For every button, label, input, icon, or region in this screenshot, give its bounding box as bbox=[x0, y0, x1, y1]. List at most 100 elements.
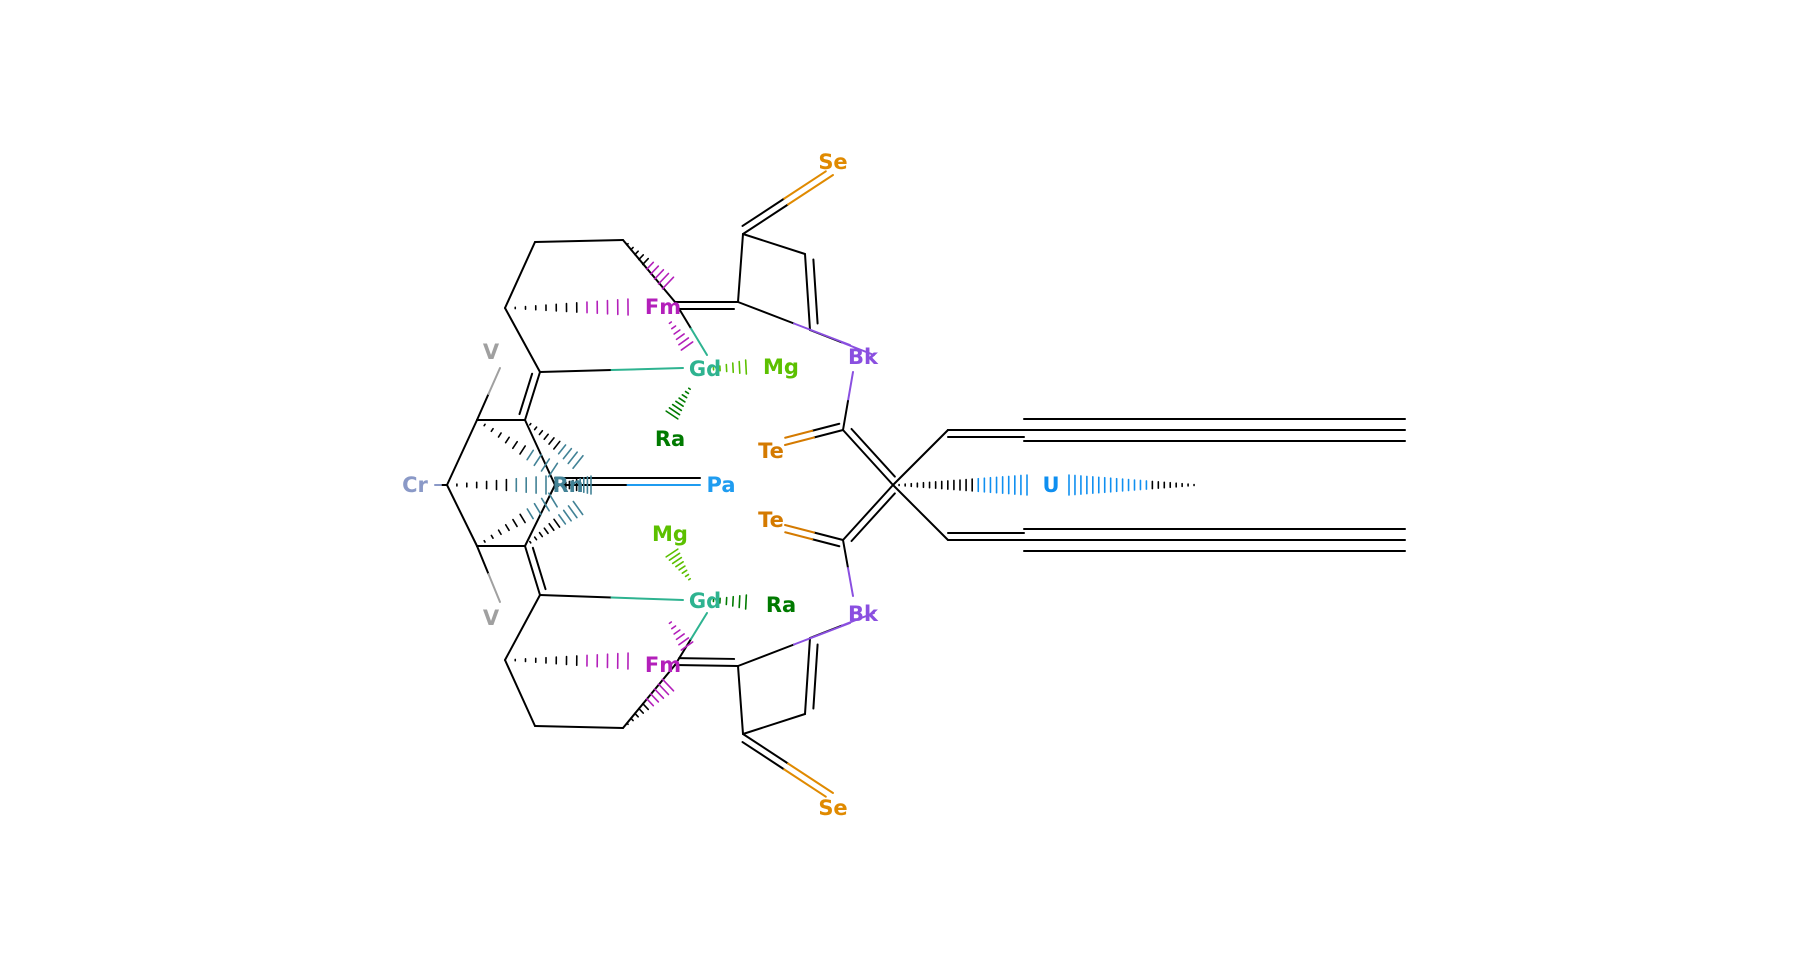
bond-line-157 bbox=[497, 432, 502, 438]
bond-layer bbox=[434, 170, 1406, 798]
bond-line-224 bbox=[690, 612, 708, 640]
bond-line-123 bbox=[680, 341, 694, 351]
atom-u: U bbox=[1042, 473, 1059, 497]
bond-line-226 bbox=[678, 657, 736, 660]
bond-line-160 bbox=[519, 445, 527, 455]
bond-line-207 bbox=[538, 531, 544, 538]
bond-line-236 bbox=[787, 762, 834, 794]
bond-line-0 bbox=[534, 239, 624, 243]
bond-line-33 bbox=[784, 524, 815, 534]
bond-line-198 bbox=[504, 524, 510, 532]
bond-line-11 bbox=[742, 233, 806, 255]
bond-line-163 bbox=[540, 458, 551, 472]
bond-line-19 bbox=[787, 174, 834, 206]
bond-line-204 bbox=[548, 492, 558, 508]
bond-line-211 bbox=[558, 514, 567, 525]
bond-line-203 bbox=[540, 497, 550, 512]
bond-line-25 bbox=[784, 436, 815, 446]
bond-line-4 bbox=[539, 369, 613, 373]
bond-line-169 bbox=[548, 437, 555, 445]
atom-v-top: V bbox=[483, 340, 500, 364]
bond-line-122 bbox=[678, 337, 690, 346]
bond-line-215 bbox=[524, 545, 541, 596]
bond-line-30 bbox=[842, 484, 894, 541]
bond-line-238 bbox=[783, 768, 827, 798]
bond-line-26 bbox=[811, 422, 841, 432]
bond-line-197 bbox=[497, 529, 502, 536]
bond-line-173 bbox=[567, 451, 578, 465]
atom-se-bottom: Se bbox=[818, 796, 847, 820]
bond-line-117 bbox=[661, 276, 675, 290]
bond-line-21 bbox=[783, 170, 827, 200]
bond-line-276 bbox=[678, 565, 686, 571]
bond-line-109 bbox=[630, 246, 634, 251]
bond-line-257 bbox=[649, 693, 660, 703]
bond-line-3 bbox=[622, 239, 676, 303]
bond-line-135 bbox=[671, 403, 683, 412]
bond-line-227 bbox=[737, 665, 744, 735]
bond-line-252 bbox=[630, 717, 634, 722]
bond-line-161 bbox=[526, 449, 535, 461]
bond-line-37 bbox=[847, 567, 854, 597]
bond-line-199 bbox=[512, 518, 518, 528]
bond-line-31 bbox=[850, 492, 896, 543]
bond-line-159 bbox=[512, 440, 518, 450]
bond-line-277 bbox=[675, 561, 684, 568]
bond-line-208 bbox=[543, 527, 549, 535]
atom-bk-top: Bk bbox=[848, 345, 879, 369]
bond-line-128 bbox=[738, 360, 741, 374]
bond-line-7 bbox=[690, 327, 708, 356]
bond-line-200 bbox=[519, 513, 526, 524]
bond-line-116 bbox=[657, 272, 670, 285]
atom-gd-bottom: Gd bbox=[689, 589, 721, 613]
bond-line-265 bbox=[678, 637, 690, 646]
bond-line-119 bbox=[670, 325, 677, 330]
bond-line-24 bbox=[813, 429, 844, 439]
bond-line-234 bbox=[793, 622, 851, 646]
bond-line-167 bbox=[538, 429, 544, 436]
bond-line-254 bbox=[637, 707, 645, 714]
atom-rn: Rn bbox=[552, 473, 583, 497]
bond-line-216 bbox=[531, 546, 547, 591]
bond-line-156 bbox=[490, 427, 494, 433]
bond-line-278 bbox=[671, 556, 683, 565]
bond-line-153 bbox=[476, 545, 490, 575]
bond-line-133 bbox=[678, 397, 686, 403]
bond-line-170 bbox=[553, 440, 561, 450]
bond-line-12 bbox=[804, 253, 811, 331]
bond-line-164 bbox=[547, 462, 559, 478]
bond-line-16 bbox=[737, 301, 795, 325]
bond-line-205 bbox=[529, 540, 532, 544]
bond-line-273 bbox=[687, 577, 692, 581]
bond-line-137 bbox=[665, 410, 679, 420]
bond-line-274 bbox=[684, 573, 690, 578]
bond-line-262 bbox=[670, 625, 677, 630]
atom-pa: Pa bbox=[707, 473, 736, 497]
bond-line-22 bbox=[847, 371, 854, 402]
bond-line-251 bbox=[626, 722, 629, 726]
atom-fm-top: Fm bbox=[645, 295, 681, 319]
bond-line-28 bbox=[842, 429, 894, 486]
bond-line-209 bbox=[548, 522, 555, 532]
bond-line-264 bbox=[675, 633, 685, 641]
bond-line-1 bbox=[504, 241, 536, 309]
bond-line-18 bbox=[742, 203, 789, 235]
bond-line-118 bbox=[668, 321, 673, 325]
bond-line-225 bbox=[674, 664, 739, 667]
bond-line-259 bbox=[657, 683, 670, 696]
bond-line-280 bbox=[665, 548, 679, 558]
bond-line-266 bbox=[680, 641, 694, 651]
bond-line-235 bbox=[742, 733, 789, 765]
bond-line-113 bbox=[645, 261, 655, 271]
bond-line-114 bbox=[649, 265, 660, 275]
bond-line-202 bbox=[533, 502, 542, 516]
atom-fm-bottom: Fm bbox=[645, 653, 681, 677]
atom-bk-bottom: Bk bbox=[848, 602, 879, 626]
bond-line-217 bbox=[534, 725, 624, 729]
bond-line-237 bbox=[741, 741, 786, 771]
bond-line-213 bbox=[567, 505, 578, 519]
bond-line-144 bbox=[446, 484, 478, 547]
bond-line-6 bbox=[674, 301, 692, 330]
bond-line-258 bbox=[653, 688, 665, 700]
atom-mg-bottom: Mg bbox=[652, 522, 688, 546]
